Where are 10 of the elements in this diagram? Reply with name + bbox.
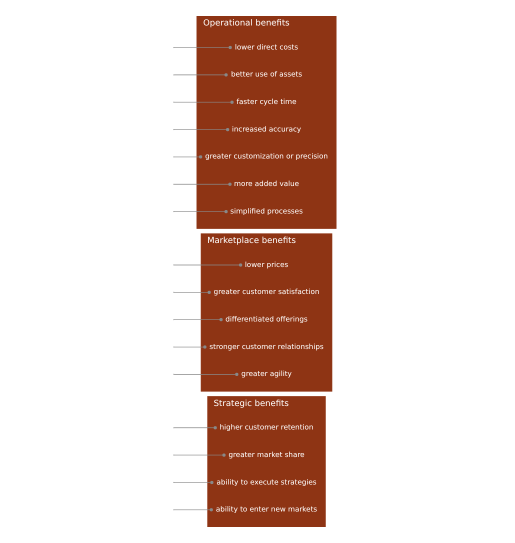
connector	[174, 374, 236, 375]
connector	[174, 74, 225, 76]
connector	[174, 156, 200, 158]
connector	[174, 427, 214, 428]
connector	[174, 319, 220, 320]
connector	[174, 292, 208, 293]
connector	[174, 454, 223, 456]
connector	[174, 184, 229, 185]
connector	[174, 211, 225, 212]
connector	[174, 102, 231, 103]
